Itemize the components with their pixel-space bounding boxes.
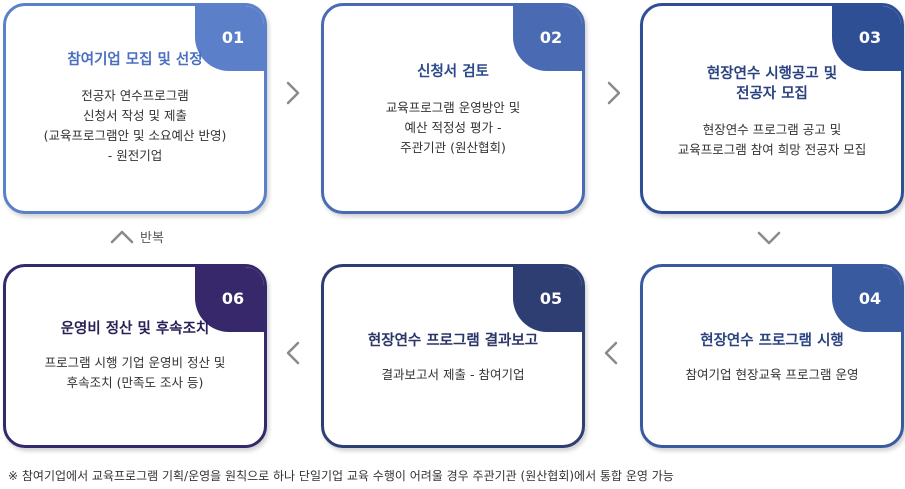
step-number-badge: 05 — [513, 267, 582, 332]
chevron-right-icon — [282, 80, 304, 106]
footnote: ※ 참여기업에서 교육프로그램 기획/운영을 원칙으로 하나 단일기업 교육 수… — [8, 469, 674, 483]
step-description: 교육프로그램 운영방안 및 예산 적정성 평가 - 주관기관 (원산협회) — [385, 100, 521, 155]
step-card-05: 05 현장연수 프로그램 결과보고 결과보고서 제출 - 참여기업 — [321, 264, 585, 448]
step-description: 프로그램 시행 기업 운영비 정산 및 후속조치 (만족도 조사 등) — [44, 355, 226, 390]
step-description: 참여기업 현장교육 프로그램 운영 — [685, 367, 859, 382]
step-number-badge: 01 — [195, 6, 264, 71]
chevron-left-icon — [600, 340, 622, 366]
step-description: 결과보고서 제출 - 참여기업 — [381, 367, 525, 382]
step-number-badge: 03 — [832, 6, 901, 71]
step-card-06: 06 운영비 정산 및 후속조치 프로그램 시행 기업 운영비 정산 및 후속조… — [3, 264, 267, 448]
chevron-up-icon — [110, 230, 134, 243]
repeat-label: 반복 — [140, 231, 164, 246]
step-description: 현장연수 프로그램 공고 및 교육프로그램 참여 희망 전공자 모집 — [677, 122, 867, 157]
step-title: 참여기업 모집 및 선정 — [67, 52, 203, 68]
step-number-badge: 02 — [513, 6, 582, 71]
step-card-02: 02 신청서 검토 교육프로그램 운영방안 및 예산 적정성 평가 - 주관기관… — [321, 3, 585, 214]
chevron-left-icon — [282, 340, 304, 366]
step-title: 운영비 정산 및 후속조치 — [60, 321, 210, 337]
step-title: 현장연수 프로그램 시행 — [700, 333, 844, 349]
step-title: 현장연수 시행공고 및 전공자 모집 — [706, 66, 838, 102]
step-number-badge: 04 — [832, 267, 901, 332]
chevron-right-icon — [603, 80, 625, 106]
chevron-down-icon — [755, 229, 783, 247]
step-title: 신청서 검토 — [417, 64, 489, 80]
step-card-04: 04 현장연수 프로그램 시행 참여기업 현장교육 프로그램 운영 — [640, 264, 904, 448]
repeat-indicator: 반복 — [110, 227, 164, 246]
step-number-badge: 06 — [195, 267, 264, 332]
step-description: 전공자 연수프로그램 신청서 작성 및 제출 (교육프로그램안 및 소요예산 반… — [43, 88, 227, 163]
step-card-01: 01 참여기업 모집 및 선정 전공자 연수프로그램 신청서 작성 및 제출 (… — [3, 3, 267, 214]
step-card-03: 03 현장연수 시행공고 및 전공자 모집 현장연수 프로그램 공고 및 교육프… — [640, 3, 904, 214]
step-title: 현장연수 프로그램 결과보고 — [367, 333, 539, 349]
